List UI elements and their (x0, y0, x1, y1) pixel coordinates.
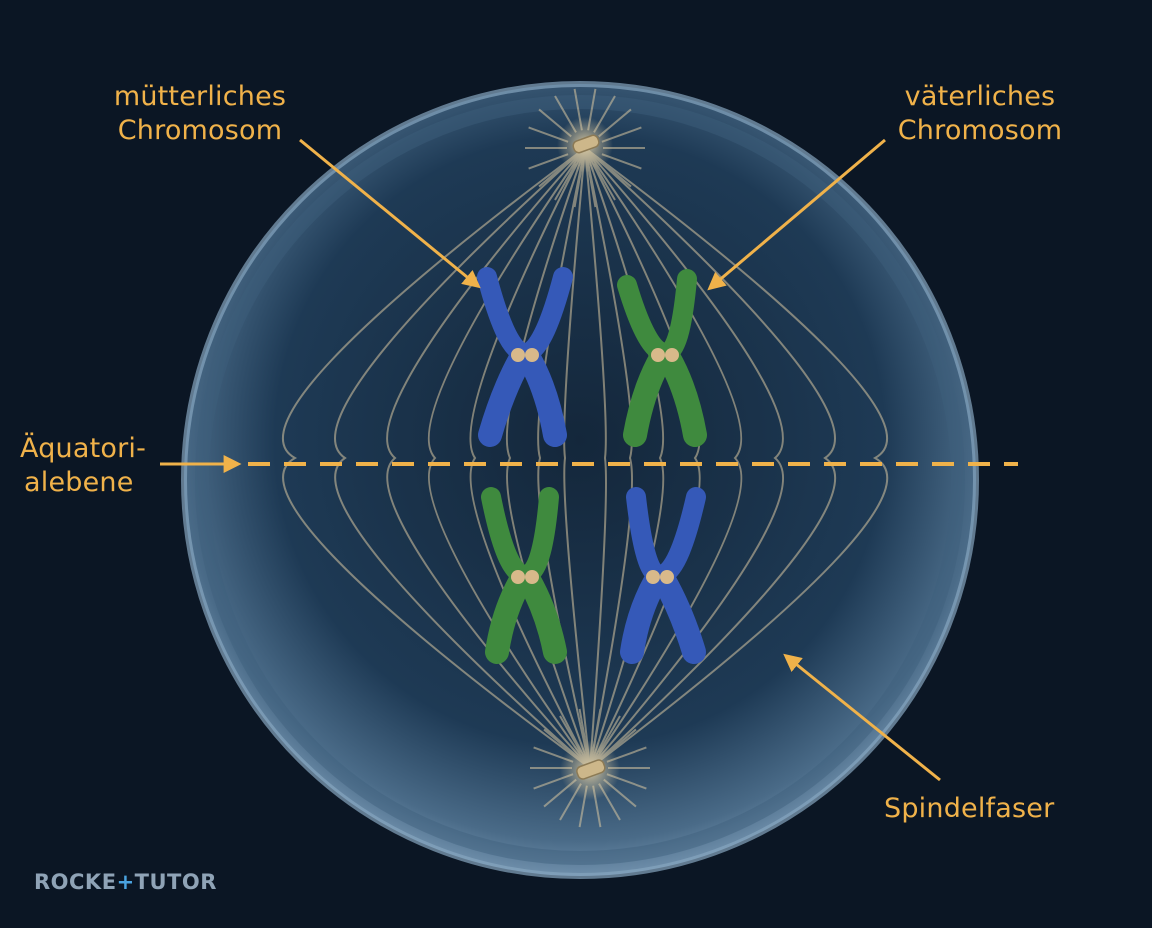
spindle-fiber (584, 147, 784, 769)
spindle-fiber (584, 147, 837, 769)
paternal-label-line1: väterliches (904, 81, 1056, 112)
maternal-arrow (299, 138, 481, 289)
maternal-chromosome-label: mütterliches Chromosom (100, 80, 300, 148)
paternal-arrow (707, 138, 886, 291)
spindle-fiber (386, 147, 591, 769)
spindle-fiber (563, 147, 591, 769)
cell-body (184, 84, 976, 876)
spindle-fiber (281, 147, 591, 769)
bottom-centrosome (560, 740, 620, 800)
spindle-fiber (584, 147, 607, 769)
logo-part1: ROCKE (34, 870, 117, 894)
equatorial-plane-label: Äquatori- alebene (20, 432, 180, 500)
paternal-chromosome-bottom (481, 487, 567, 664)
spindle-fiber (584, 147, 889, 769)
paternal-chromosome-top (617, 269, 707, 447)
maternal-chromosome-bottom (620, 487, 706, 664)
spindle-fiber-label: Spindelfaser (884, 792, 1104, 826)
logo-part2: TUTOR (134, 870, 217, 894)
spindle-arrow (783, 653, 941, 782)
spindle-fiber (334, 147, 591, 769)
spindle-label-text: Spindelfaser (884, 793, 1055, 824)
rocketutor-logo: ROCKE+TUTOR (34, 870, 217, 894)
spindle-fiber (469, 147, 591, 769)
maternal-label-line2: Chromosom (117, 115, 283, 146)
cell-inner-membrane (195, 95, 965, 865)
spindle-fiber (584, 147, 634, 769)
logo-plus: + (116, 870, 135, 894)
equator-label-line2: alebene (24, 467, 134, 498)
paternal-chromosome-label: väterliches Chromosom (880, 80, 1080, 148)
top-centrosome (557, 117, 613, 173)
maternal-label-line1: mütterliches (113, 81, 287, 112)
paternal-label-line2: Chromosom (897, 115, 1063, 146)
spindle-fiber (584, 147, 701, 769)
equator-label-line1: Äquatori- (20, 433, 147, 464)
maternal-chromosome-top (477, 267, 573, 447)
cell-membrane (181, 81, 979, 879)
